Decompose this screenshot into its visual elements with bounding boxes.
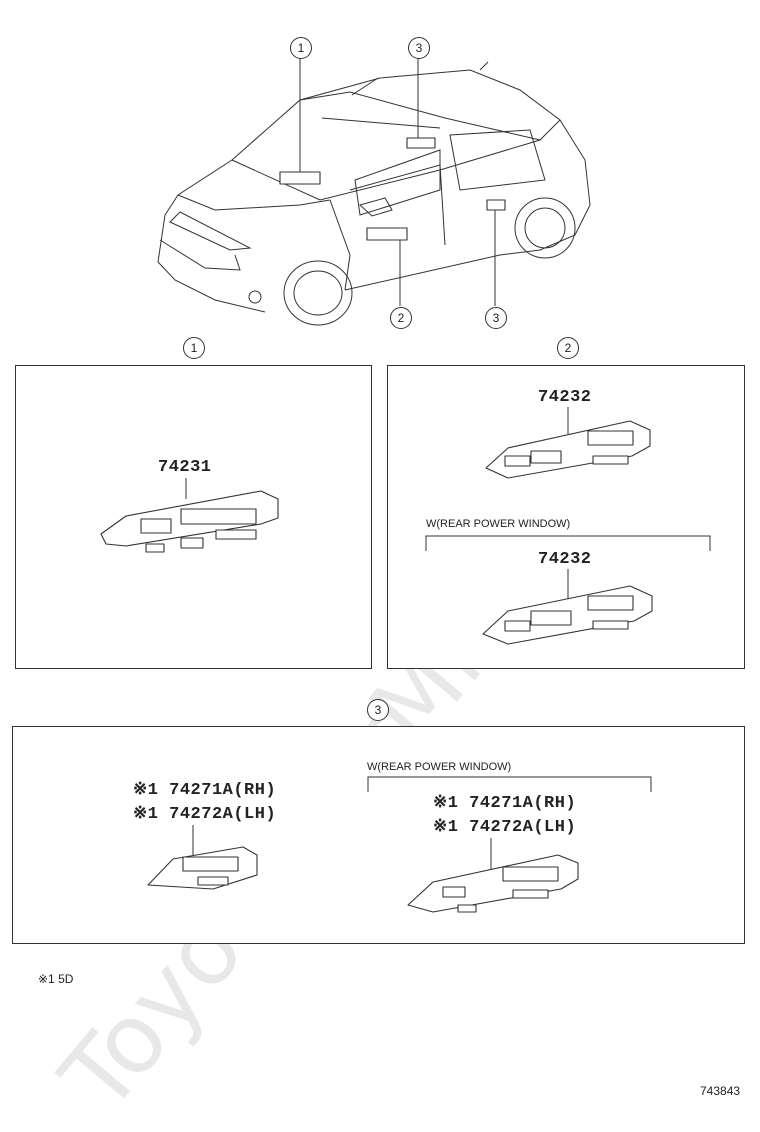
part-number-74271A-rh-right: ※1 74271A(RH) [433, 794, 577, 813]
callout-2-panel: 2 [557, 337, 579, 359]
callout-1-car: 1 [290, 37, 312, 59]
part-number-74232: 74232 [538, 388, 592, 407]
diagram-id: 743843 [700, 1084, 741, 1098]
callout-1-panel: 1 [183, 337, 205, 359]
switch-base-74271-drawings [147, 776, 652, 913]
callout-2-car: 2 [390, 307, 412, 329]
part-number-74272A-lh-right: ※1 74272A(LH) [433, 818, 577, 837]
callout-3-panel: 3 [367, 699, 389, 721]
part-number-74231: 74231 [158, 458, 212, 477]
panel-2: 74232 W(REAR POWER WINDOW) 74232 [387, 365, 745, 669]
switch-base-74232-drawings [425, 407, 711, 645]
switch-base-74231-drawing [100, 478, 279, 553]
footnote: ※1 5D [38, 972, 74, 986]
callout-3-car-bottom: 3 [485, 307, 507, 329]
panel-3: ※1 74271A(RH) ※1 74272A(LH) W(REAR POWER… [12, 726, 745, 944]
car-illustration [157, 58, 591, 326]
part-number-74271A-rh-left: ※1 74271A(RH) [133, 781, 277, 800]
part-number-74232-rear-window: 74232 [538, 550, 592, 569]
part-number-74272A-lh-left: ※1 74272A(LH) [133, 805, 277, 824]
panel-1: 74231 [15, 365, 372, 669]
callout-3-car-top: 3 [408, 37, 430, 59]
rear-power-window-note-3: W(REAR POWER WINDOW) [367, 761, 512, 773]
rear-power-window-note: W(REAR POWER WINDOW) [426, 518, 571, 530]
